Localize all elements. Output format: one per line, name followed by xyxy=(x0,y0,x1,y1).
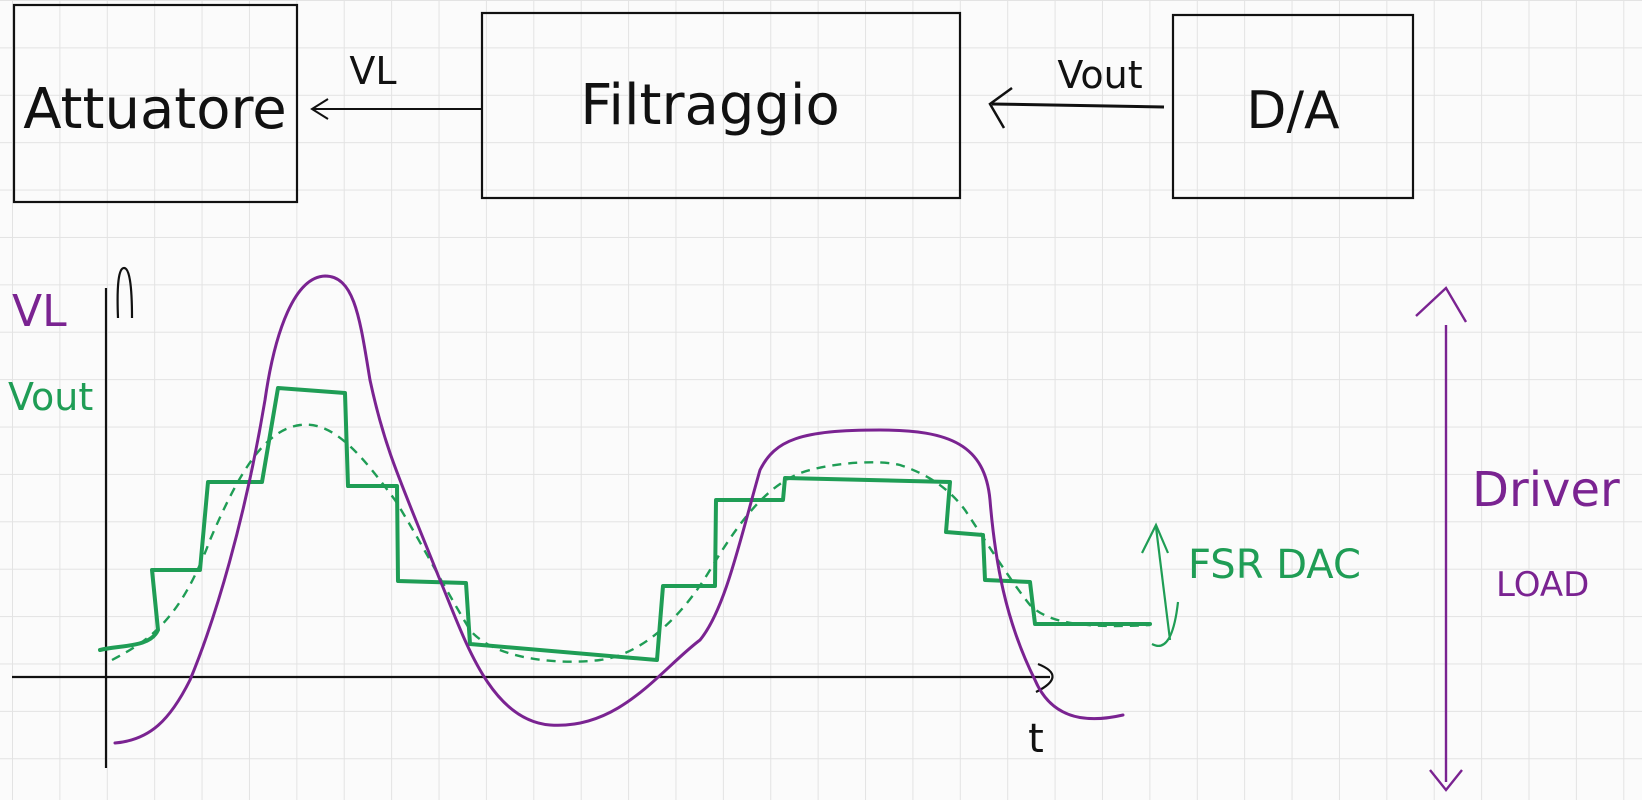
dac-staircase xyxy=(98,386,1152,662)
block-filtraggio: Filtraggio xyxy=(480,11,962,200)
driver-label: Driver xyxy=(1472,462,1620,518)
signal-vout-label: Vout xyxy=(1057,53,1142,97)
ideal-signal-curve xyxy=(111,423,1151,663)
block-filtraggio-label: Filtraggio xyxy=(580,73,839,138)
driver-load-range-arrow: Driver LOAD xyxy=(1415,286,1620,792)
y-axis-label-vout: Vout xyxy=(8,375,93,419)
fsr-dac-label: FSR DAC xyxy=(1188,542,1361,588)
block-da-label: D/A xyxy=(1246,81,1340,141)
block-attuatore-label: Attuatore xyxy=(23,77,287,142)
block-attuatore: Attuatore xyxy=(12,3,299,204)
y-axis-label-vl: VL xyxy=(12,286,67,337)
block-da: D/A xyxy=(1171,13,1415,200)
arrow-vout: Vout xyxy=(988,53,1165,129)
fsr-dac-bracket: FSR DAC xyxy=(1141,522,1361,647)
plot-axes xyxy=(12,266,1054,768)
signal-vl-label: VL xyxy=(349,49,396,93)
load-label: LOAD xyxy=(1496,565,1589,605)
arrow-vl: VL xyxy=(310,49,482,120)
x-axis-label-t: t xyxy=(1028,716,1044,762)
filtered-output-curve xyxy=(113,274,1125,745)
